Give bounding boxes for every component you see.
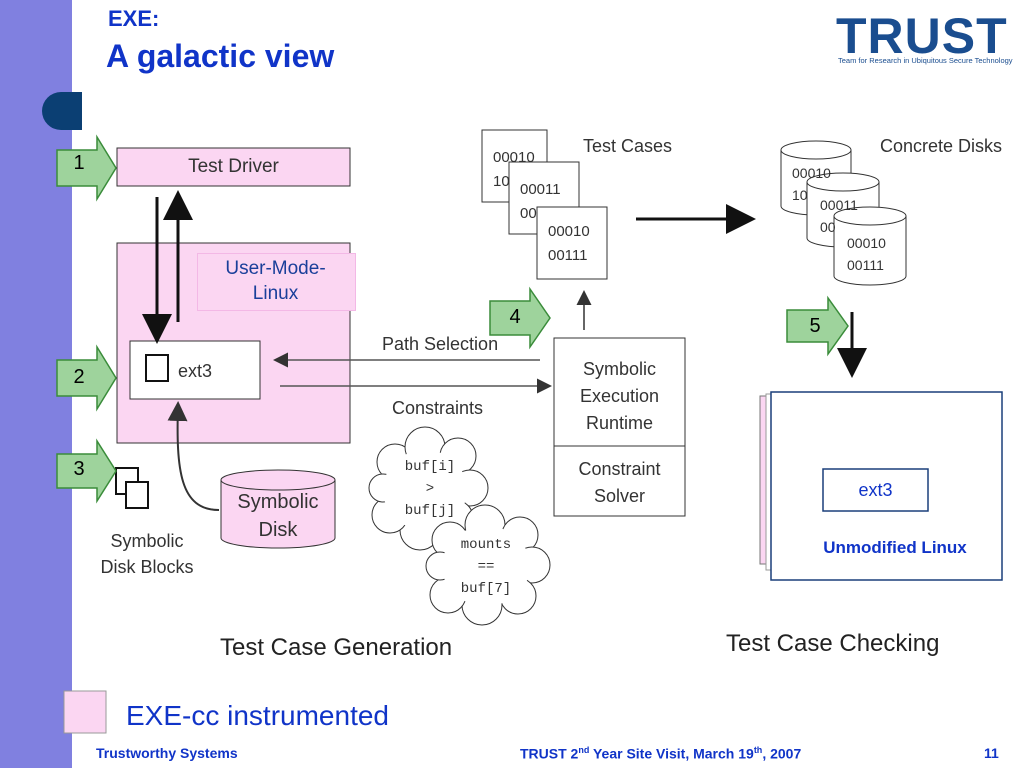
- test-driver-box: [116, 147, 351, 187]
- test-case-card-2-text: 00011 00: [520, 181, 561, 222]
- symbolic-disk-blocks-label: Symbolic Disk Blocks: [100, 531, 194, 577]
- test-case-card-1-text: 00010 10: [493, 149, 535, 190]
- slide-title: A galactic view: [106, 38, 335, 74]
- decorative-notch: [42, 92, 82, 130]
- concrete-disk-2-text: 00011 00: [820, 197, 858, 235]
- concrete-disk-3-text: 00010 00111: [847, 235, 886, 273]
- checking-ext3-box: [822, 468, 929, 512]
- badge-arrow-5: [786, 295, 849, 357]
- unmodified-linux-label: Unmodified Linux: [823, 538, 967, 557]
- block-icon: [145, 354, 169, 382]
- trust-logo-tagline: Team for Research in Ubiquitous Secure T…: [838, 56, 1013, 65]
- legend-label: EXE-cc instrumented: [126, 700, 389, 731]
- constraint-solver-box: [553, 445, 686, 517]
- legend-swatch: [63, 690, 107, 734]
- checking-ext3-label: ext3: [858, 480, 893, 500]
- badge-arrow-4: [489, 286, 551, 350]
- concrete-disk-3: [833, 206, 907, 286]
- slide-kicker: EXE:: [108, 6, 160, 31]
- test-case-checking-caption: Test Case Checking: [726, 630, 940, 657]
- symbolic-runtime-label: Symbolic Execution Runtime: [579, 359, 660, 433]
- symbolic-disk-label: Symbolic Disk: [237, 491, 319, 541]
- footer-left: Trustworthy Systems: [96, 745, 238, 761]
- concrete-disks-label: Concrete Disks: [880, 136, 1003, 156]
- constraint-solver-label: Constraint Solver: [578, 459, 661, 506]
- constraints-label: Constraints: [392, 398, 484, 418]
- concrete-disk-1-text: 00010 10: [792, 165, 831, 203]
- page-number: 11: [984, 745, 999, 761]
- badge-5: 5: [809, 315, 821, 337]
- badge-arrow-3: [56, 438, 117, 504]
- test-case-generation-caption: Test Case Generation: [220, 634, 453, 661]
- footer-center: TRUST 2nd Year Site Visit, March 19th, 2…: [520, 745, 802, 762]
- symbolic-runtime-box: [553, 337, 686, 447]
- test-case-card-3-text: 00010 00111: [548, 223, 590, 264]
- cloud-1-text: buf[i] > buf[j]: [404, 459, 456, 519]
- badge-arrow-2: [56, 344, 117, 412]
- badge-3: 3: [73, 458, 85, 480]
- user-mode-linux-label: User-Mode- Linux: [225, 258, 326, 304]
- test-driver-label: Test Driver: [188, 156, 279, 177]
- symbolic-disk-cylinder: [220, 469, 336, 549]
- badge-4: 4: [509, 306, 521, 328]
- disk-block-icon-b: [125, 481, 149, 509]
- title-band: [72, 0, 1024, 76]
- test-case-card-3: [536, 206, 608, 280]
- badge-2: 2: [73, 366, 85, 388]
- test-cases-label: Test Cases: [583, 136, 673, 156]
- disk-to-ext3-arrow: [167, 401, 220, 511]
- ext3-label: ext3: [178, 361, 213, 381]
- badge-1: 1: [73, 152, 85, 174]
- cloud-2-text: mounts == buf[7]: [460, 537, 512, 597]
- path-selection-label: Path Selection: [382, 334, 499, 354]
- constraint-cloud-2: [425, 504, 551, 626]
- trust-logo: TRUST: [836, 8, 1008, 64]
- badge-arrow-1: [56, 134, 117, 202]
